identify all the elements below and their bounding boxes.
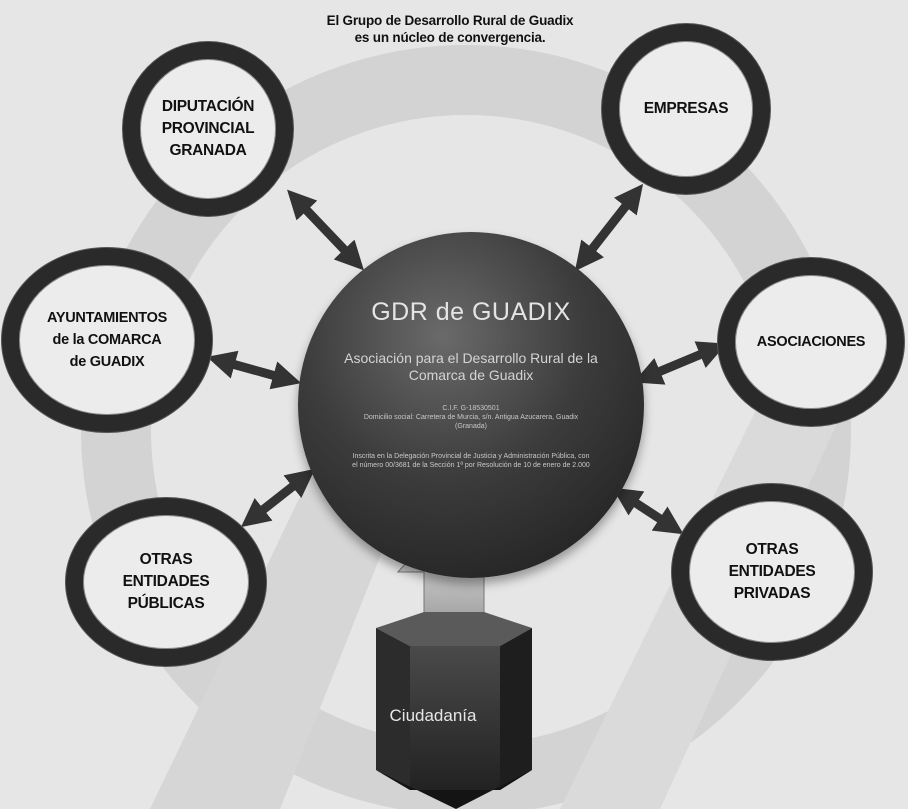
center-title: GDR de GUADIX — [298, 298, 644, 327]
caption-line-2: es un núcleo de convergencia. — [270, 29, 630, 46]
node-empresas-label: EMPRESAS — [644, 98, 729, 120]
node-otras-privadas-label: OTRAS ENTIDADES PRIVADAS — [729, 539, 816, 605]
center-gdr-guadix: GDR de GUADIX Asociación para el Desarro… — [298, 232, 644, 578]
node-asociaciones-label: ASOCIACIONES — [757, 331, 865, 353]
node-asociaciones: ASOCIACIONES — [718, 258, 904, 426]
node-diputacion-label: DIPUTACIÓN PROVINCIAL GRANADA — [162, 96, 255, 162]
center-cif-block: C.I.F. G-18530501 Domicilio social: Carr… — [350, 404, 592, 431]
node-diputacion: DIPUTACIÓN PROVINCIAL GRANADA — [123, 42, 293, 216]
arrow-ayuntamientos — [218, 360, 290, 380]
node-ayuntamientos-label: AYUNTAMIENTOS de la COMARCA de GUADIX — [47, 307, 167, 373]
caption-line-1: El Grupo de Desarrollo Rural de Guadix — [270, 12, 630, 29]
node-otras-publicas: OTRAS ENTIDADES PÚBLICAS — [66, 498, 266, 666]
arrow-diputacion — [295, 198, 356, 262]
node-empresas: EMPRESAS — [602, 24, 770, 194]
center-subtitle: Asociación para el Desarrollo Rural de l… — [328, 350, 614, 384]
center-cif: C.I.F. G-18530501 — [350, 404, 592, 413]
arrow-asociaciones — [644, 348, 716, 378]
node-otras-publicas-label: OTRAS ENTIDADES PÚBLICAS — [123, 549, 210, 615]
arrow-otras-privadas — [622, 494, 674, 528]
diagram-caption: El Grupo de Desarrollo Rural de Guadix e… — [270, 12, 630, 46]
ciudadania-label: Ciudadanía — [374, 706, 492, 726]
node-ayuntamientos: AYUNTAMIENTOS de la COMARCA de GUADIX — [2, 248, 212, 432]
node-otras-privadas: OTRAS ENTIDADES PRIVADAS — [672, 484, 872, 660]
center-address: Domicilio social: Carretera de Murcia, s… — [350, 413, 592, 431]
center-inscription: Inscrita en la Delegación Provincial de … — [350, 452, 592, 470]
arrow-empresas — [582, 193, 636, 262]
